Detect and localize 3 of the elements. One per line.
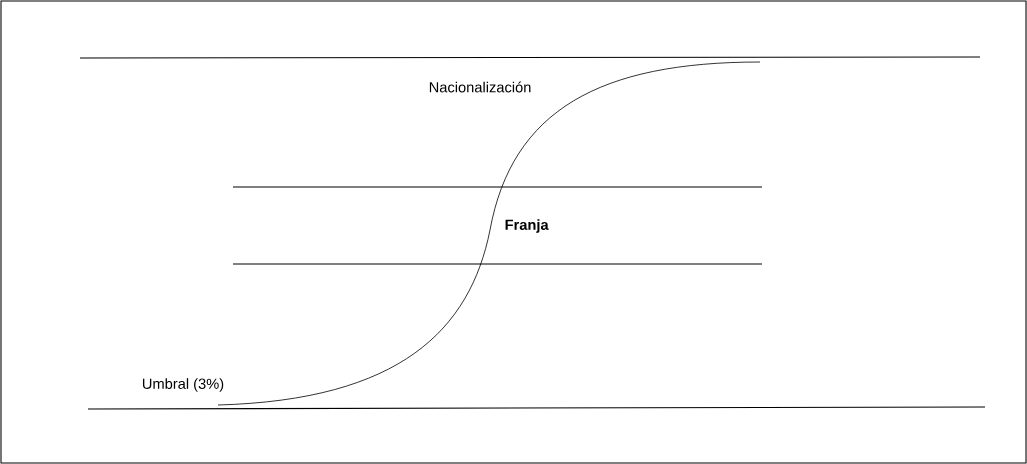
- text-label: Umbral (3%): [143, 378, 224, 392]
- text-label: Franja: [505, 219, 549, 233]
- text-label: Nacionalización: [429, 81, 531, 93]
